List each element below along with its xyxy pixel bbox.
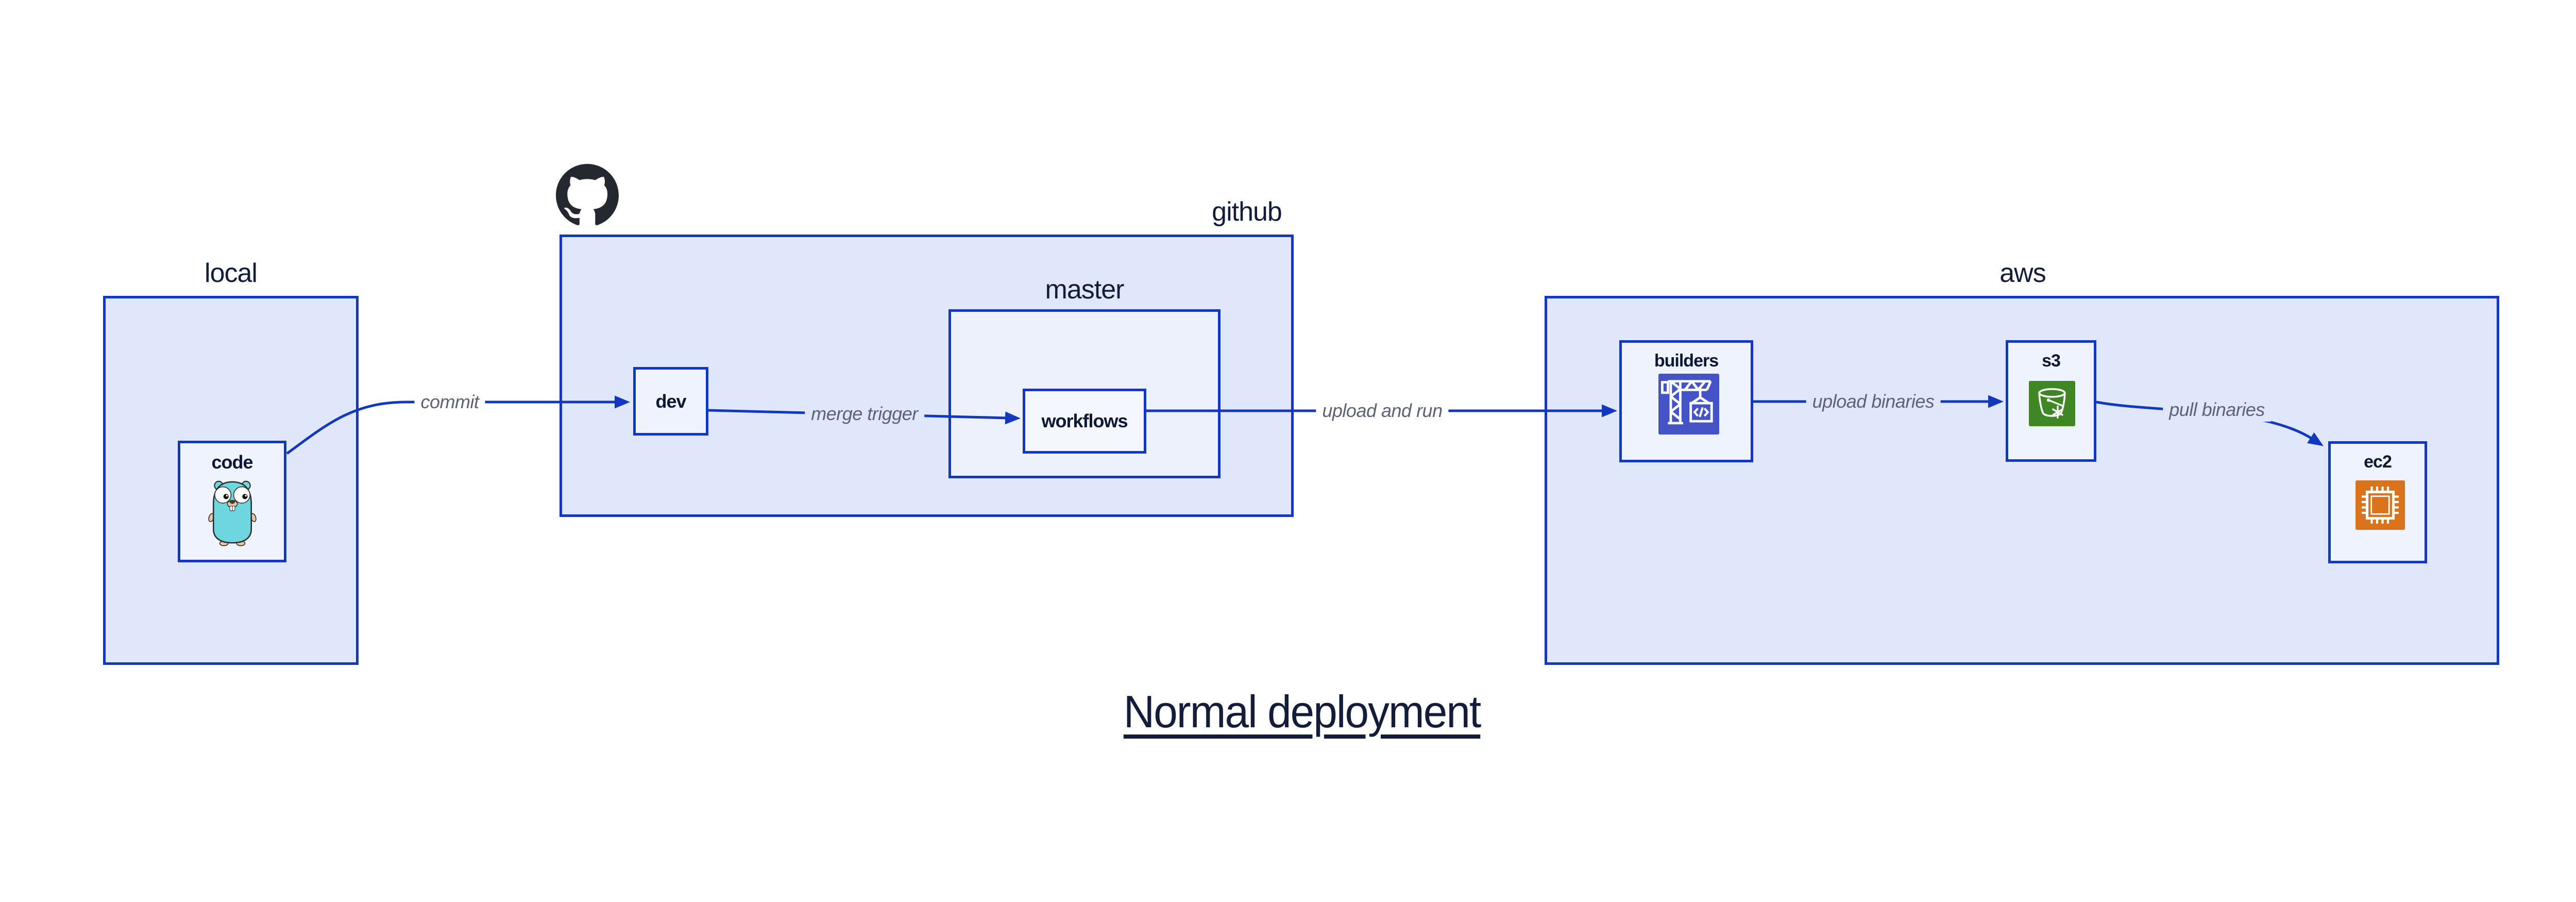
master-container-label: master: [1045, 275, 1125, 305]
workflows-node-box: workflows: [1023, 389, 1146, 454]
go-gopher-icon: [206, 478, 259, 549]
s3-node-box: s3: [2006, 340, 2096, 462]
aws-s3-glacier-bucket-icon: [2029, 381, 2075, 426]
edge-commit-label: commit: [414, 390, 485, 414]
edge-merge-trigger-label: merge trigger: [805, 402, 924, 426]
dev-node-box: dev: [633, 367, 708, 436]
edge-pull-binaries-label: pull binaries: [2163, 398, 2271, 422]
aws-ec2-chip-icon: [2355, 480, 2405, 530]
diagram-title: Normal deployment: [1123, 686, 1481, 737]
s3-node-label: s3: [2042, 351, 2061, 371]
dev-node-label: dev: [655, 390, 686, 412]
builders-node-box: builders: [1619, 340, 1753, 462]
code-node-label: code: [211, 452, 253, 473]
github-octocat-icon: [556, 164, 619, 227]
workflows-node-label: workflows: [1041, 410, 1128, 431]
aws-container-label: aws: [1999, 258, 2046, 288]
aws-codebuild-crane-icon: [1658, 374, 1719, 435]
code-node-box: code: [178, 441, 286, 562]
local-container-label: local: [205, 258, 258, 288]
ec2-node-label: ec2: [2364, 452, 2392, 472]
edge-upload-binaries-label: upload binaries: [1806, 390, 1941, 413]
edge-upload-and-run-label: upload and run: [1316, 399, 1449, 423]
github-container-label: github: [1212, 197, 1282, 227]
builders-node-label: builders: [1654, 351, 1719, 371]
ec2-node-box: ec2: [2328, 441, 2427, 563]
